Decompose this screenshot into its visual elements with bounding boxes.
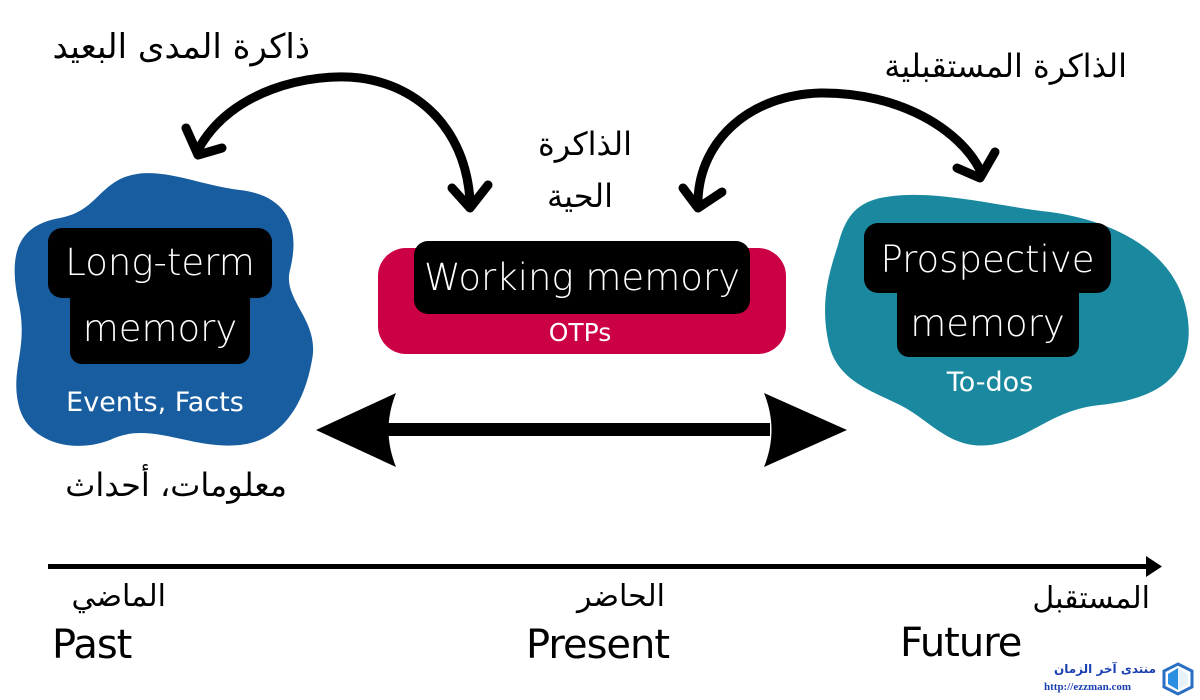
- arrowhead-working-left-icon: [447, 180, 493, 213]
- watermark-url[interactable]: http://ezzman.com: [1044, 681, 1132, 693]
- long-term-title-line2: memory: [70, 298, 250, 364]
- prospective-arabic-label: الذاكرة المستقبلية: [884, 47, 1127, 85]
- long-term-subtitle: Events, Facts: [66, 387, 244, 418]
- prospective-title-line2: memory: [896, 293, 1079, 357]
- timeline-past: Past: [52, 622, 132, 668]
- timeline-present-arabic: الحاضر: [576, 579, 665, 614]
- timeline-axis: [48, 556, 1162, 577]
- prospective-title: Prospective memory: [864, 223, 1111, 357]
- timeline-future: Future: [900, 620, 1022, 666]
- working-arabic-label-line2: الحية: [546, 177, 614, 215]
- hexagon-logo-icon: [1162, 662, 1194, 696]
- timeline-future-arabic: المستقبل: [1032, 581, 1150, 616]
- curved-arrow-left: [193, 72, 475, 205]
- watermark-site-name: منتدى آخر الزمان: [1054, 662, 1156, 676]
- working-subtitle: OTPs: [548, 318, 612, 347]
- timeline-present: Present: [526, 622, 670, 668]
- arrowhead-prospective-icon: [952, 147, 1000, 183]
- timeline-past-arabic: الماضي: [71, 579, 166, 614]
- long-term-title: Long-term memory: [48, 228, 272, 364]
- long-term-title-line1: Long-term: [48, 228, 272, 298]
- double-arrow-icon: [316, 393, 847, 467]
- working-arabic-label-line1: الذاكرة: [538, 125, 632, 163]
- curved-arrow-right: [693, 88, 985, 205]
- arrowhead-working-right-icon: [678, 183, 727, 213]
- prospective-title-line1: Prospective: [864, 223, 1111, 293]
- arrowhead-long-term-icon: [181, 123, 227, 160]
- long-term-arabic-label: ذاكرة المدى البعيد: [52, 27, 310, 67]
- working-title: Working memory: [414, 241, 750, 314]
- prospective-subtitle: To-dos: [946, 367, 1034, 398]
- facts-events-arabic-label: معلومات، أحداث: [65, 466, 287, 504]
